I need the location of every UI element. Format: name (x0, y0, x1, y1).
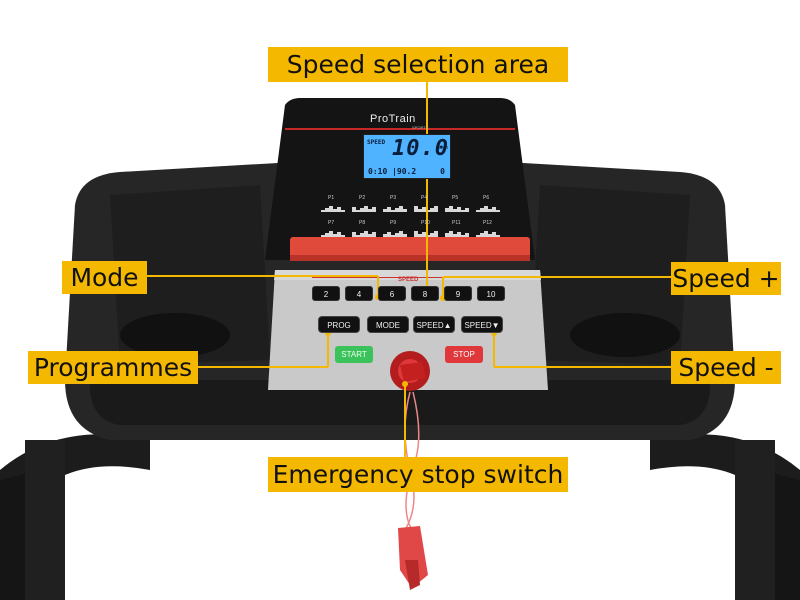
speed-key-6[interactable]: 6 (378, 286, 406, 301)
callout-programmes: Programmes (28, 351, 198, 384)
lcd-calories: 0 (440, 167, 445, 176)
program-label-p12: P12 (483, 220, 492, 226)
speed-key-9[interactable]: 9 (444, 286, 472, 301)
program-icons (321, 206, 500, 237)
program-label-p4: P4 (421, 195, 428, 201)
program-label-p2: P2 (359, 195, 366, 201)
program-profile-icon (383, 231, 407, 237)
display-housing (265, 98, 535, 260)
callout-speed-plus: Speed + (671, 262, 781, 295)
stop-button[interactable]: STOP (445, 346, 483, 363)
callout-mode: Mode (62, 261, 147, 294)
speed-red-line (312, 277, 507, 278)
program-label-p9: P9 (390, 220, 397, 226)
lcd-time-distance: 0:10 |90.2 (368, 167, 417, 176)
brand-sub: SPORTS (412, 125, 429, 130)
lcd-display: SPEED 10.0 km/h 0:10 |90.2 0 (363, 134, 451, 179)
lanyard-clip (398, 526, 428, 588)
speed-down-button[interactable]: SPEED▼ (461, 316, 503, 333)
program-profile-icon (352, 231, 376, 237)
lcd-speed-value: 10.0 (392, 136, 449, 161)
brand-logo: ProTrain (370, 113, 416, 125)
program-label-p6: P6 (483, 195, 490, 201)
program-profile-icon (321, 231, 345, 237)
program-label-p11: P11 (452, 220, 461, 226)
dot-emergency (402, 381, 408, 387)
speed-row-label: SPEED (398, 277, 419, 283)
program-profile-icon (445, 206, 469, 212)
speed-key-2[interactable]: 2 (312, 286, 340, 301)
callout-speed-minus: Speed - (671, 351, 781, 384)
console-tray-rim (89, 380, 711, 425)
lcd-unit: km/h (435, 145, 448, 151)
callout-emergency-stop-switch: Emergency stop switch (268, 457, 568, 492)
program-profile-icon (476, 231, 500, 237)
speed-key-4[interactable]: 4 (345, 286, 373, 301)
speed-key-8[interactable]: 8 (411, 286, 439, 301)
leader-lines (147, 80, 671, 457)
prog-button[interactable]: PROG (318, 316, 360, 333)
safety-key-clip (400, 362, 426, 382)
program-profile-icon (445, 231, 469, 237)
program-label-p3: P3 (390, 195, 397, 201)
right-handrail-post (735, 440, 775, 600)
lanyard-clip-jaw (405, 560, 420, 590)
speed-key-10[interactable]: 10 (477, 286, 505, 301)
program-label-p8: P8 (359, 220, 366, 226)
program-label-p7: P7 (328, 220, 335, 226)
program-label-p1: P1 (328, 195, 335, 201)
program-profile-icon (321, 206, 345, 212)
callout-speed-selection-area: Speed selection area (268, 47, 568, 82)
left-cup-holder (120, 313, 230, 357)
right-cup-holder (570, 313, 680, 357)
lcd-speed-label: SPEED (367, 139, 386, 146)
program-label-p5: P5 (452, 195, 459, 201)
start-button[interactable]: START (335, 346, 373, 363)
program-profile-icon (476, 206, 500, 212)
program-profile-icon (383, 206, 407, 212)
red-handle-bar-shadow (290, 255, 530, 261)
program-profile-icon (352, 206, 376, 212)
program-label-p10: P10 (421, 220, 430, 226)
display-red-stripe (285, 128, 515, 130)
left-handrail-post (25, 440, 65, 600)
speed-up-button[interactable]: SPEED▲ (413, 316, 455, 333)
mode-button[interactable]: MODE (367, 316, 409, 333)
